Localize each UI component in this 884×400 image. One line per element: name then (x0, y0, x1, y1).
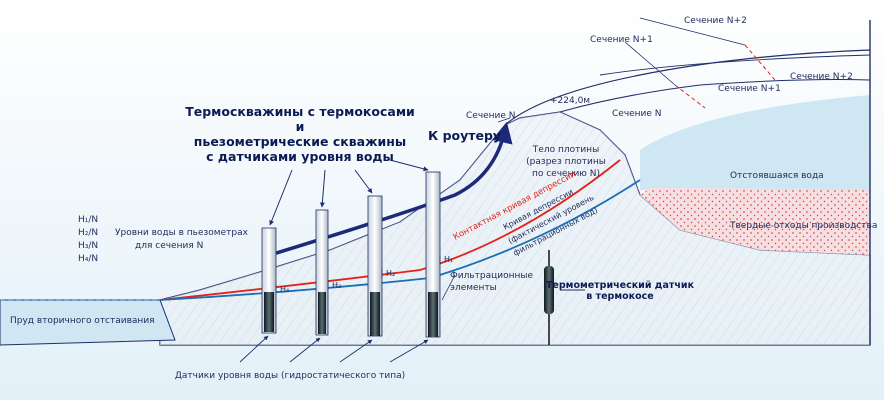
thermo-sensor-label-2: в термокосе (586, 291, 653, 302)
piezo-header: Уровни воды в пьезометрах (115, 228, 249, 238)
filtration-elements-label-1: Фильтрационные (450, 271, 533, 281)
pointer-well-2 (319, 169, 326, 208)
section-n1-line (559, 79, 871, 113)
piezo-item-4: H₄/N (78, 254, 98, 264)
pointer-sensor-1 (239, 335, 269, 363)
section-n-pointer (497, 117, 511, 123)
pointer-well-3 (354, 169, 373, 194)
settling-water-label: Отстоявшаяся вода (730, 171, 824, 181)
h-mark-3: H₃ (332, 281, 341, 290)
well-3 (367, 195, 383, 337)
section-n-crest (504, 49, 871, 126)
section-n1-crest (599, 54, 871, 76)
well-sensor-4 (428, 292, 438, 337)
red-depression-curve (159, 159, 621, 301)
title-line-1: Термоскважины с термокосами (185, 104, 415, 119)
well-sensor-3 (370, 292, 380, 336)
piezo-item-1: H₁/N (78, 215, 98, 225)
pointer-sensor-3 (339, 339, 373, 363)
thermo-sensor-label-1: Термометрический датчик (546, 280, 695, 291)
piezo-header-2: для сечения N (135, 241, 203, 251)
title-line-2: и (296, 119, 305, 134)
thermo-sensor (544, 250, 585, 345)
section-n1-right-label: Сечение N+1 (718, 84, 781, 94)
section-n-label-right: Сечение N (612, 109, 662, 119)
h-mark-4: H₄ (280, 285, 289, 294)
h-mark-1: H₁ (444, 255, 453, 264)
well-sensor-1 (264, 292, 274, 332)
dam-body-label-3: по сечению N) (532, 169, 600, 179)
section-n1-top-label: Сечение N+1 (590, 35, 653, 45)
section-n1-pointer (624, 41, 676, 86)
section-cut-2 (744, 44, 776, 81)
well-4 (425, 171, 441, 338)
elevation-label: +224,0м (550, 96, 590, 106)
filtration-pointer (441, 274, 456, 301)
water-sensors-label: Датчики уровня воды (гидростатического т… (175, 371, 405, 381)
h-mark-2: H₂ (386, 269, 395, 278)
pointer-sensor-4 (389, 339, 429, 363)
section-cut-1 (674, 84, 706, 109)
section-n2-top-label: Сечение N+2 (684, 16, 747, 26)
dam-body-label-1: Тело плотины (532, 145, 599, 155)
pointer-sensor-2 (289, 337, 321, 363)
router-label: К роутеру (428, 128, 501, 143)
pond-label: Пруд вторичного отстаивания (10, 316, 155, 326)
pointer-well-1 (269, 169, 293, 226)
well-2 (315, 209, 329, 336)
well-1 (261, 227, 277, 334)
pointer-well-4 (389, 159, 429, 172)
section-n2-right-label: Сечение N+2 (790, 72, 853, 82)
router-arrow (269, 121, 513, 257)
settling-water (640, 95, 870, 190)
piezo-item-3: H₃/N (78, 241, 98, 251)
piezo-legend: H₁/N H₂/N H₃/N H₄/N Уровни воды в пьезом… (78, 215, 249, 264)
dam-body-label: Тело плотины (разрез плотины по сечению … (526, 145, 606, 179)
solid-waste-label: Твердые отходы производства (729, 221, 877, 231)
section-n-label-left: Сечение N (466, 111, 516, 121)
title-line-3: пьезометрические скважины (194, 134, 406, 149)
filtration-elements-label-2: элементы (450, 283, 497, 293)
title-line-4: с датчиками уровня воды (206, 149, 394, 164)
section-n2-pointer (639, 17, 746, 46)
well-sensor-2 (318, 292, 326, 334)
piezo-item-2: H₂/N (78, 228, 98, 238)
dam-body-label-2: (разрез плотины (526, 157, 606, 167)
solid-waste-dots (640, 188, 870, 255)
title-block: Термоскважины с термокосами и пьезометри… (185, 104, 415, 164)
